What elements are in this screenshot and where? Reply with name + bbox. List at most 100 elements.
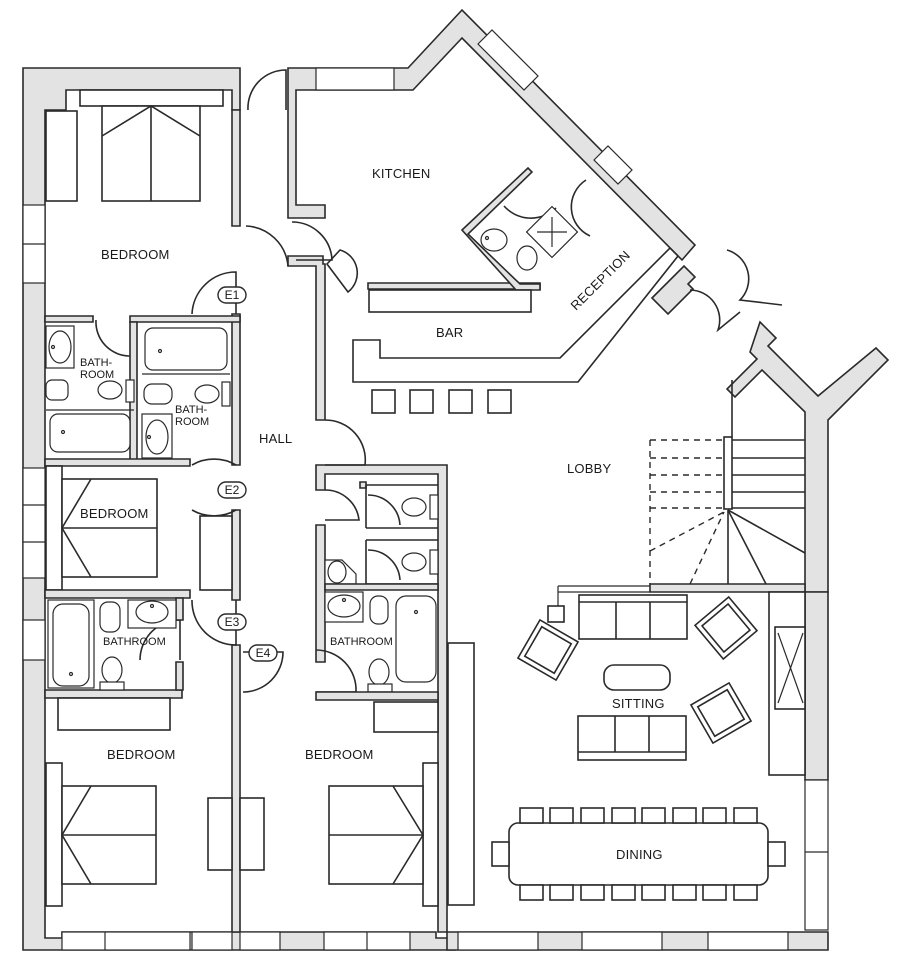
bedroom-bottom-left: BEDROOM [45, 697, 233, 907]
wardrobe [57, 697, 171, 731]
coffee-table [603, 664, 671, 691]
window [22, 619, 46, 661]
windows [22, 29, 829, 951]
toilet [194, 384, 220, 404]
armchair [516, 618, 580, 682]
toilet [369, 595, 389, 625]
door-swing-e3 [191, 599, 237, 646]
dining-area: DINING [491, 807, 786, 901]
door-swing [191, 458, 237, 466]
door-swing [689, 289, 741, 333]
room-label-bedroom: BEDROOM [101, 247, 170, 262]
door-swing [570, 179, 591, 237]
hall-console [447, 642, 475, 906]
toilet [401, 497, 427, 517]
window [477, 29, 539, 91]
window [593, 145, 633, 185]
dining-chair-end [491, 841, 510, 867]
room-label-lobby: LOBBY [567, 461, 611, 476]
desk [207, 797, 233, 871]
room-label-bathroom: BATH- [80, 357, 113, 369]
hall-right-wall-lower [315, 464, 448, 933]
bar-stool [409, 389, 434, 414]
bedroom-bottom-middle: BEDROOM [239, 701, 439, 907]
headboard [79, 89, 224, 107]
toilet [101, 656, 123, 684]
room-label-bedroom: BEDROOM [80, 506, 149, 521]
door-swing [325, 249, 359, 294]
entrance-tag-e1 [217, 286, 247, 304]
window [804, 779, 829, 931]
bedroom-middle-left: BEDROOM [45, 465, 233, 591]
kitchen-bottom-wall [367, 282, 541, 290]
wc-block-left-wall [315, 524, 326, 663]
headboard [45, 465, 63, 591]
wc-block [324, 481, 439, 591]
svg-text:E2: E2 [225, 483, 240, 497]
room-label-bathroom: ROOM [175, 416, 209, 428]
headboard [45, 762, 63, 907]
wardrobe [373, 701, 439, 733]
room-label-bathroom: BATH- [175, 404, 208, 416]
stair-bottom-wall [649, 583, 806, 593]
dining-chair-end [767, 841, 786, 867]
bathtub [52, 603, 90, 687]
kitchen-wc-pod [460, 166, 579, 291]
window [61, 931, 191, 951]
window [707, 931, 789, 951]
window [22, 467, 46, 579]
door-swing-e2 [191, 509, 237, 517]
toilet [45, 379, 69, 401]
headboard [422, 762, 439, 907]
room-label-bedroom: BEDROOM [107, 747, 176, 762]
bathroom-4: BATHROOM [315, 591, 439, 701]
window [315, 67, 395, 91]
toilet [368, 658, 390, 686]
sink [480, 228, 508, 252]
wardrobe [45, 110, 78, 202]
bathtub [49, 413, 131, 453]
svg-text:E1: E1 [225, 288, 240, 302]
dining-chairs-top [519, 807, 758, 824]
bar-stool [487, 389, 512, 414]
entrance-tags: E1 E2 E3 E4 [217, 286, 278, 662]
entrance-tag-e2 [217, 481, 247, 499]
toilet [401, 552, 427, 572]
hall-left-wall-upper [231, 109, 241, 227]
door-swing [291, 221, 333, 261]
right-outer-wall [725, 320, 890, 593]
svg-text:E4: E4 [256, 646, 271, 660]
right-lower-wall [804, 591, 829, 781]
hall-right-wall-upper [287, 255, 326, 421]
window [191, 931, 233, 951]
door-swing-e4 [242, 651, 284, 693]
back-bar-counter [368, 289, 532, 313]
bar-stool [371, 389, 396, 414]
door-swing [324, 489, 360, 521]
sitting-area: SITTING [516, 585, 806, 776]
hall-left-wall-mid [231, 313, 241, 466]
toilet [143, 383, 173, 405]
window [457, 931, 539, 951]
room-label-bathroom: ROOM [80, 369, 114, 381]
room-label-hall: HALL [259, 431, 292, 446]
bathroom-1: BATH- ROOM [45, 325, 135, 453]
door-swing [324, 419, 367, 466]
sofa [577, 715, 687, 761]
toilet [516, 245, 538, 271]
bathtub [144, 327, 228, 371]
door-swing [95, 319, 131, 357]
door-swing-e1 [191, 271, 237, 315]
bar: BAR [352, 246, 680, 414]
room-label-sitting: SITTING [612, 696, 665, 711]
entrance-tag-e3 [217, 613, 247, 631]
armchair [689, 681, 753, 745]
wardrobe [199, 515, 233, 591]
room-label-bar: BAR [436, 325, 463, 340]
svg-text:E3: E3 [225, 615, 240, 629]
door-swing [245, 225, 289, 267]
door-swing [367, 549, 401, 581]
toilet [99, 601, 121, 633]
bathroom-3: BATHROOM [47, 599, 177, 691]
door-swing [726, 249, 783, 306]
